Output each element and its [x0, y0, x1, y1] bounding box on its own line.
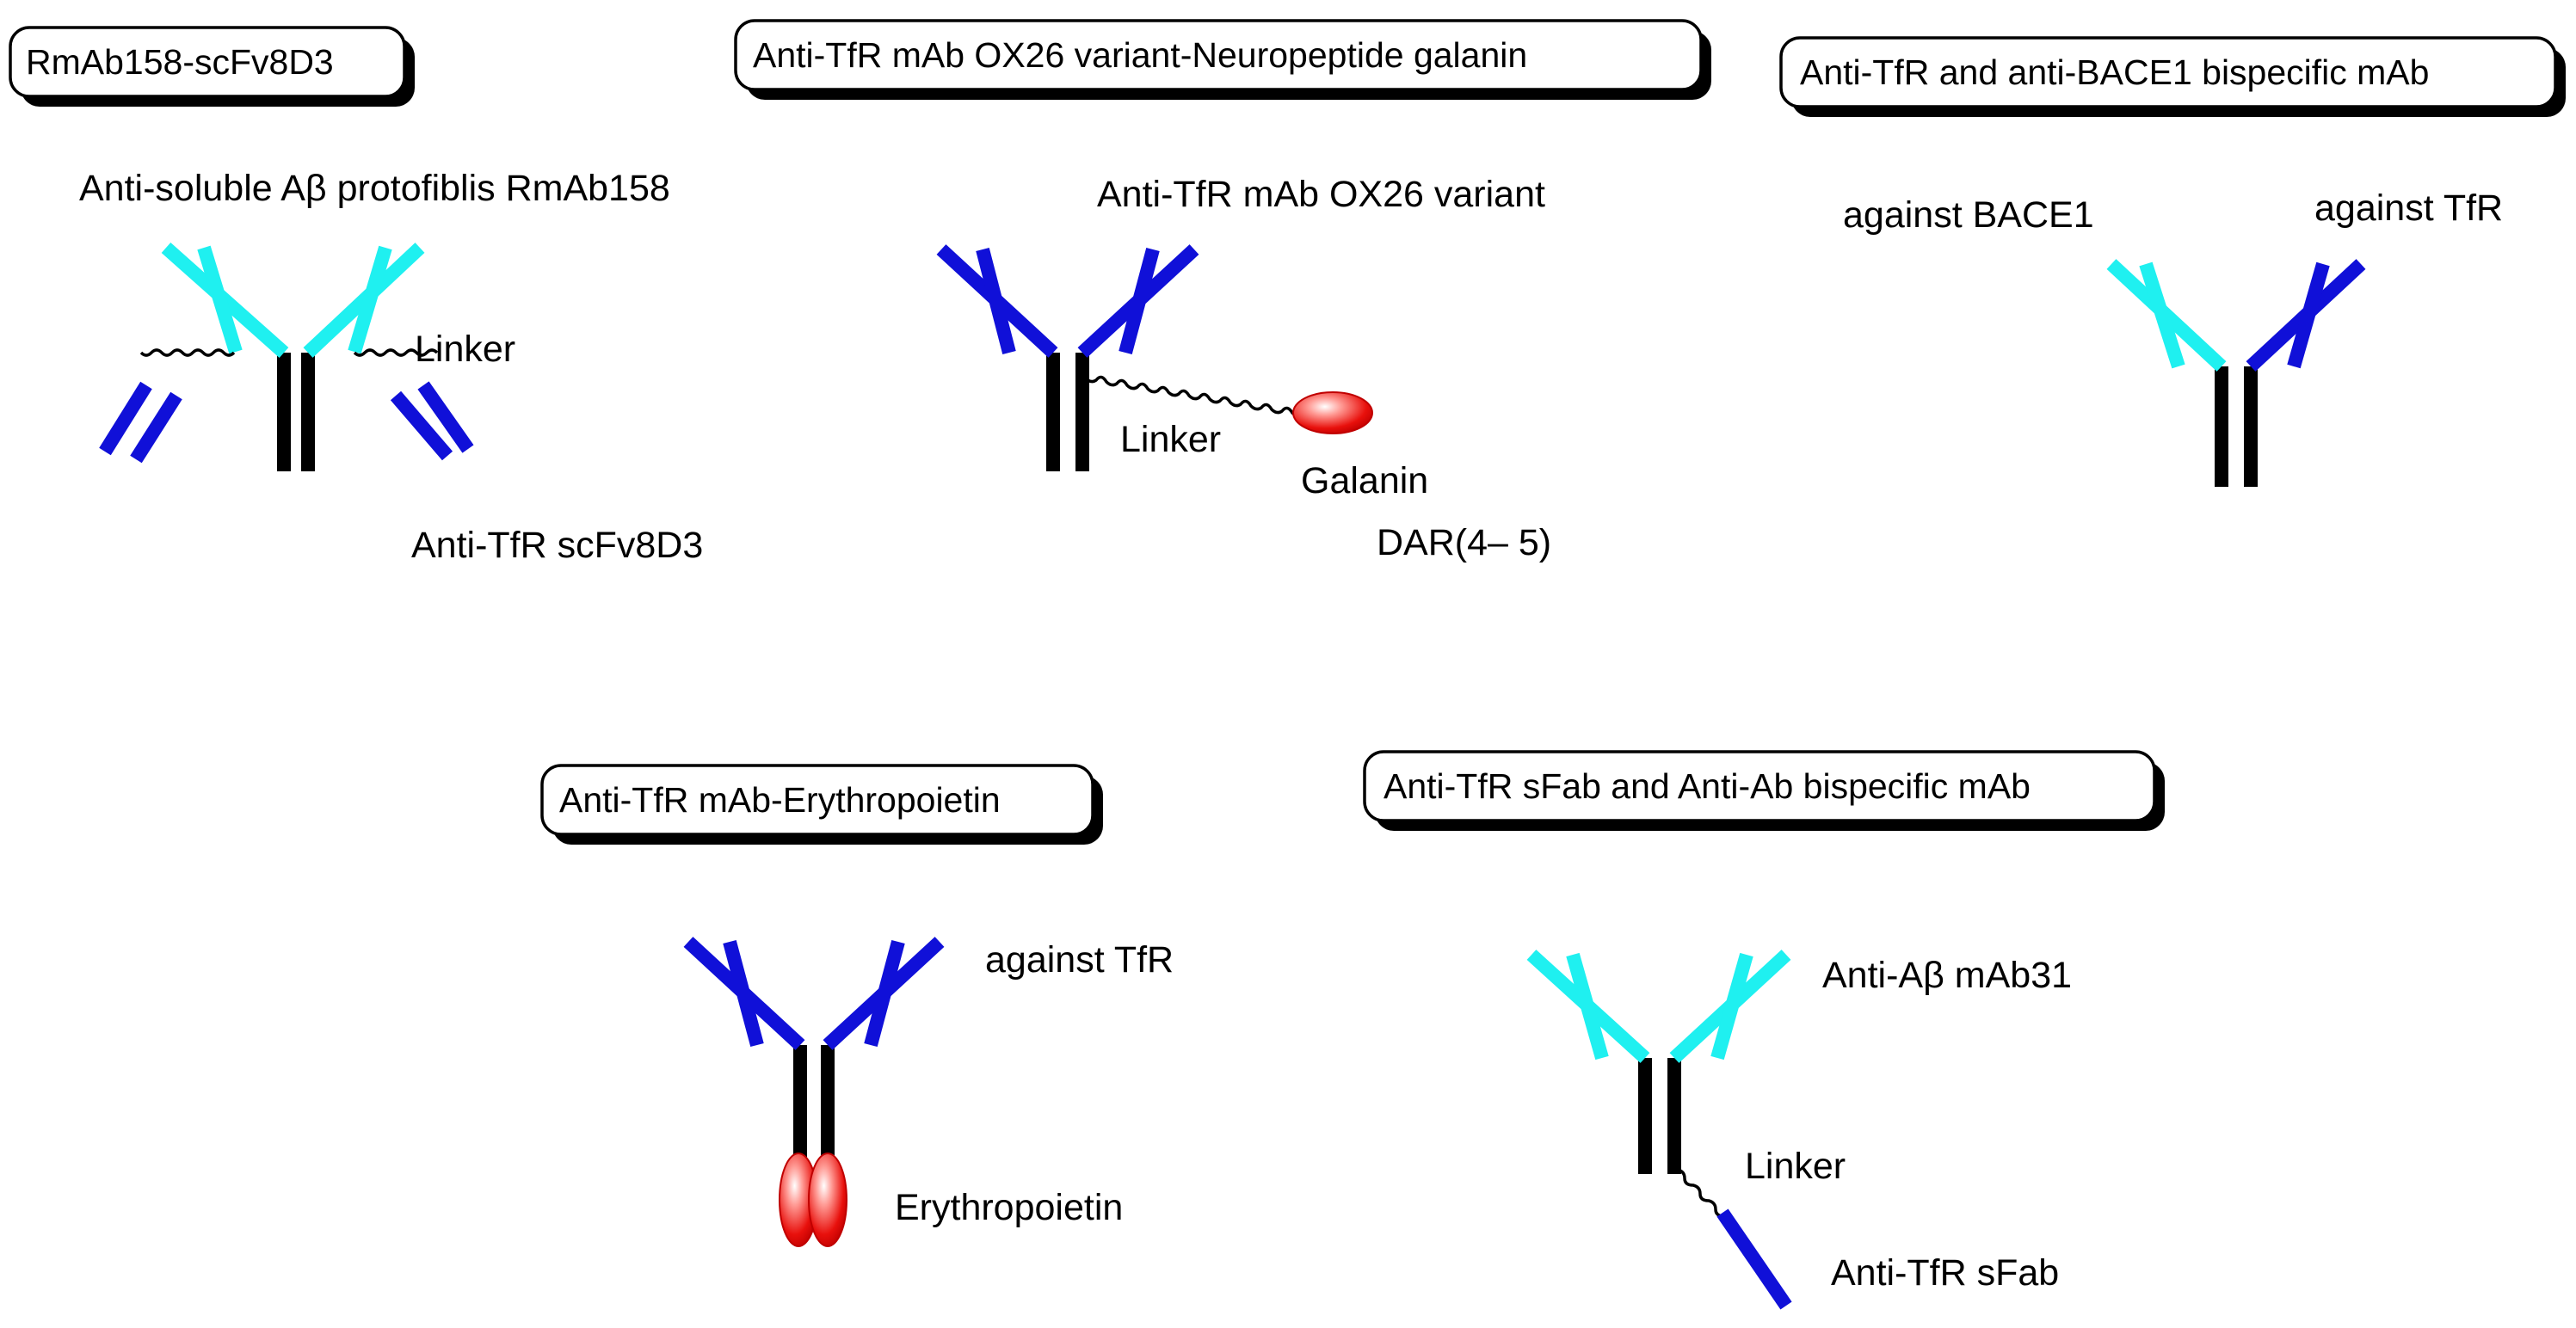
label-dar: DAR(4– 5) [1377, 522, 1551, 563]
title-box-ox26: Anti-TfR mAb OX26 variant-Neuropeptide g… [734, 19, 1711, 100]
label-anti-abeta-mab31: Anti-Aβ mAb31 [1822, 955, 2072, 996]
label-anti-tfr-ox26: Anti-TfR mAb OX26 variant [1097, 174, 1545, 215]
title-ox26: Anti-TfR mAb OX26 variant-Neuropeptide g… [753, 35, 1527, 75]
scfv-left-2 [130, 391, 182, 464]
panel-bace1: Anti-TfR and anti-BACE1 bispecific mAb a… [1779, 36, 2566, 487]
label-against-bace1: against BACE1 [1843, 194, 2094, 236]
label-galanin: Galanin [1301, 460, 1428, 501]
label-anti-tfr-scfv8d3: Anti-TfR scFv8D3 [411, 525, 703, 566]
antibody-bace1 [2106, 259, 2366, 487]
label-against-tfr-bace1: against TfR [2314, 188, 2503, 229]
panel-rmab158: RmAb158-scFv8D3 Anti-soluble Aβ protofib… [9, 26, 703, 566]
title-bace1: Anti-TfR and anti-BACE1 bispecific mAb [1800, 52, 2429, 92]
panel-epo: Anti-TfR mAb-Erythropoietin against TfR … [540, 764, 1174, 1247]
title-box-rmab158: RmAb158-scFv8D3 [9, 26, 415, 107]
title-sfab: Anti-TfR sFab and Anti-Ab bispecific mAb [1384, 766, 2031, 806]
label-anti-soluble-abeta: Anti-soluble Aβ protofiblis RmAb158 [79, 168, 670, 209]
linker-wave-sfab [1677, 1168, 1725, 1218]
linker-wave-right [353, 348, 439, 357]
label-anti-tfr-sfab: Anti-TfR sFab [1831, 1252, 2059, 1294]
antibody-ox26 [936, 244, 1373, 471]
panel-ox26: Anti-TfR mAb OX26 variant-Neuropeptide g… [734, 19, 1711, 563]
antibody-sfab [1526, 950, 1792, 1310]
linker-wave-ox26 [1084, 375, 1315, 418]
label-against-tfr-epo: against TfR [985, 939, 1174, 981]
title-box-bace1: Anti-TfR and anti-BACE1 bispecific mAb [1779, 36, 2566, 117]
title-box-sfab: Anti-TfR sFab and Anti-Ab bispecific mAb [1363, 750, 2165, 831]
linker-wave-left [139, 348, 236, 357]
title-rmab158: RmAb158-scFv8D3 [26, 42, 334, 82]
label-linker-rmab158: Linker [415, 329, 515, 370]
title-box-epo: Anti-TfR mAb-Erythropoietin [540, 764, 1103, 845]
anti-tfr-sfab-arm [1716, 1208, 1792, 1310]
title-epo: Anti-TfR mAb-Erythropoietin [559, 780, 1001, 820]
label-erythropoietin: Erythropoietin [895, 1187, 1123, 1228]
antibody-epo [683, 937, 945, 1247]
scfv-right [390, 390, 453, 461]
label-linker-ox26: Linker [1120, 419, 1221, 460]
panel-sfab: Anti-TfR sFab and Anti-Ab bispecific mAb… [1363, 750, 2165, 1310]
galanin-payload [1292, 391, 1373, 434]
scfv-right-2 [417, 381, 474, 453]
erythropoietin-right [808, 1153, 847, 1247]
antibody-rmab158 [99, 243, 474, 471]
label-linker-sfab: Linker [1745, 1146, 1846, 1187]
scfv-left [99, 381, 152, 456]
